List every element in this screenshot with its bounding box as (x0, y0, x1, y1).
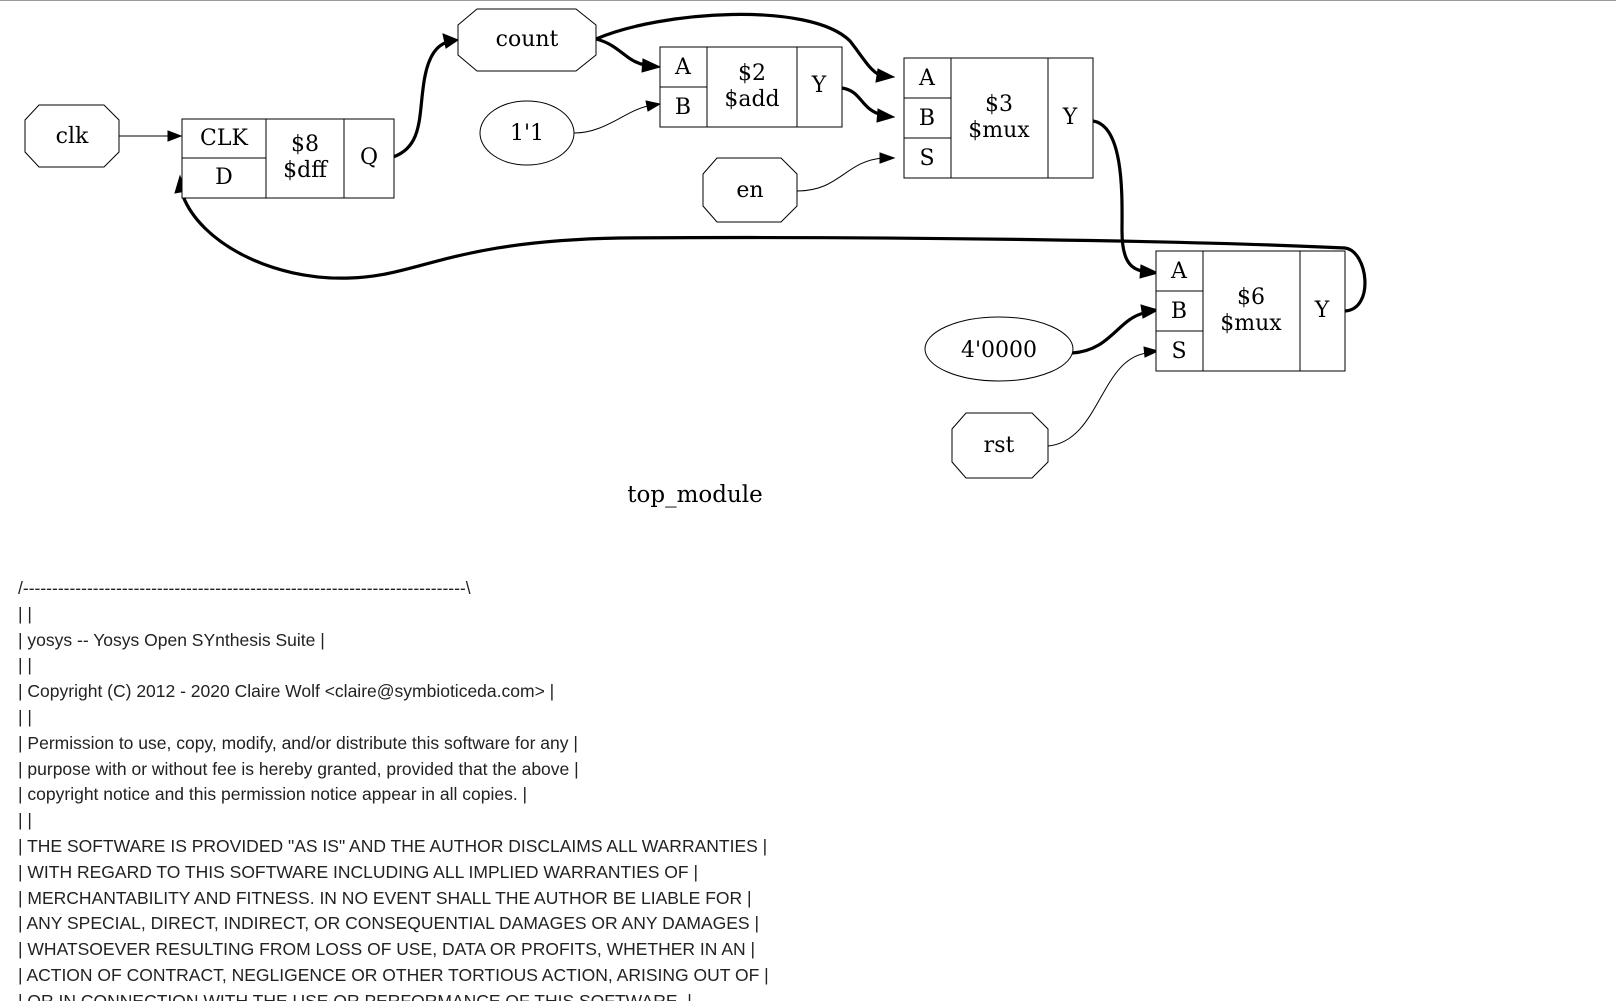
wire-rst-to-mux6-s (1047, 346, 1160, 447)
port-count: count (457, 8, 597, 72)
mux6-pin-b: B (1171, 299, 1187, 324)
mux3-cell-type: $mux (968, 118, 1030, 143)
mux6-pin-a: A (1170, 259, 1188, 284)
wire-count-to-mux3-a (595, 12, 896, 83)
cell-dff: CLK D $8 $dff Q (181, 118, 395, 199)
cell-mux3: A B S $3 $mux Y (903, 57, 1094, 179)
cell-mux6: A B S $6 $mux Y (1155, 250, 1346, 372)
add-pin-b: B (675, 95, 691, 120)
wire-add-y-to-mux3-b (841, 86, 896, 123)
log-line: | OR IN CONNECTION WITH THE USE OR PERFO… (18, 990, 692, 1001)
add-cell-type: $add (724, 87, 779, 112)
log-line: | ANY SPECIAL, DIRECT, INDIRECT, OR CONS… (18, 913, 760, 934)
wire-clk-to-dff (118, 130, 183, 142)
wire-const-zero-to-mux6-b (1071, 304, 1160, 355)
mux3-pin-s: S (919, 146, 934, 171)
port-en: en (702, 157, 798, 223)
log-line: | Permission to use, copy, modify, and/o… (18, 732, 578, 753)
add-cell-id: $2 (738, 61, 766, 86)
wire-dff-q-to-count (392, 33, 460, 159)
wire-const-one-to-add-b (573, 100, 662, 134)
log-line: | Copyright (C) 2012 - 2020 Claire Wolf … (18, 681, 555, 702)
dff-cell-id: $8 (291, 132, 319, 157)
const-one-label: 1'1 (510, 121, 544, 146)
dff-pin-q: Q (360, 145, 378, 170)
dff-pin-clk: CLK (200, 126, 248, 151)
port-clk-label: clk (56, 124, 89, 149)
mux6-cell-type: $mux (1220, 311, 1282, 336)
mux6-pin-y: Y (1314, 298, 1330, 323)
log-line: | purpose with or without fee is hereby … (18, 758, 579, 779)
log-line: | | (18, 603, 32, 624)
module-name: top_module (627, 482, 762, 508)
mux3-pin-a: A (918, 66, 936, 91)
log-line: | | (18, 810, 32, 831)
add-pin-a: A (674, 55, 692, 80)
yosys-banner-log: /---------------------------------------… (18, 576, 1598, 1001)
port-count-label: count (496, 27, 559, 52)
port-en-label: en (736, 178, 763, 203)
const-one: 1'1 (479, 100, 575, 166)
log-line: | WHATSOEVER RESULTING FROM LOSS OF USE,… (18, 939, 756, 960)
mux6-cell-id: $6 (1237, 285, 1265, 310)
log-line: | | (18, 706, 32, 727)
netlist-diagram: clk count en rst 1'1 4'0000 (24, 8, 1367, 508)
const-zero-label: 4'0000 (961, 338, 1037, 363)
log-line: /---------------------------------------… (18, 578, 471, 598)
log-line: | copyright notice and this permission n… (18, 784, 528, 805)
port-clk: clk (24, 104, 120, 168)
log-line: | MERCHANTABILITY AND FITNESS. IN NO EVE… (18, 887, 752, 908)
mux3-pin-y: Y (1062, 105, 1078, 130)
wire-en-to-mux3-s (796, 152, 896, 192)
cell-add: A B $2 $add Y (659, 46, 843, 128)
log-line: | THE SOFTWARE IS PROVIDED "AS IS" AND T… (18, 835, 768, 856)
mux3-cell-id: $3 (985, 92, 1013, 117)
log-line: | | (18, 655, 32, 676)
dff-cell-type: $dff (283, 158, 328, 183)
wire-mux3-y-to-mux6-a (1092, 119, 1160, 279)
const-zero: 4'0000 (924, 316, 1074, 382)
mux3-pin-b: B (919, 106, 935, 131)
wire-count-to-add-a (595, 37, 662, 73)
port-rst-label: rst (984, 433, 1015, 458)
add-pin-y: Y (811, 73, 827, 98)
port-rst: rst (951, 412, 1049, 479)
log-line: | yosys -- Yosys Open SYnthesis Suite | (18, 629, 325, 650)
mux6-pin-s: S (1171, 339, 1186, 364)
log-line: | WITH REGARD TO THIS SOFTWARE INCLUDING… (18, 861, 699, 882)
log-line: | ACTION OF CONTRACT, NEGLIGENCE OR OTHE… (18, 964, 769, 985)
dff-pin-d: D (215, 165, 233, 190)
